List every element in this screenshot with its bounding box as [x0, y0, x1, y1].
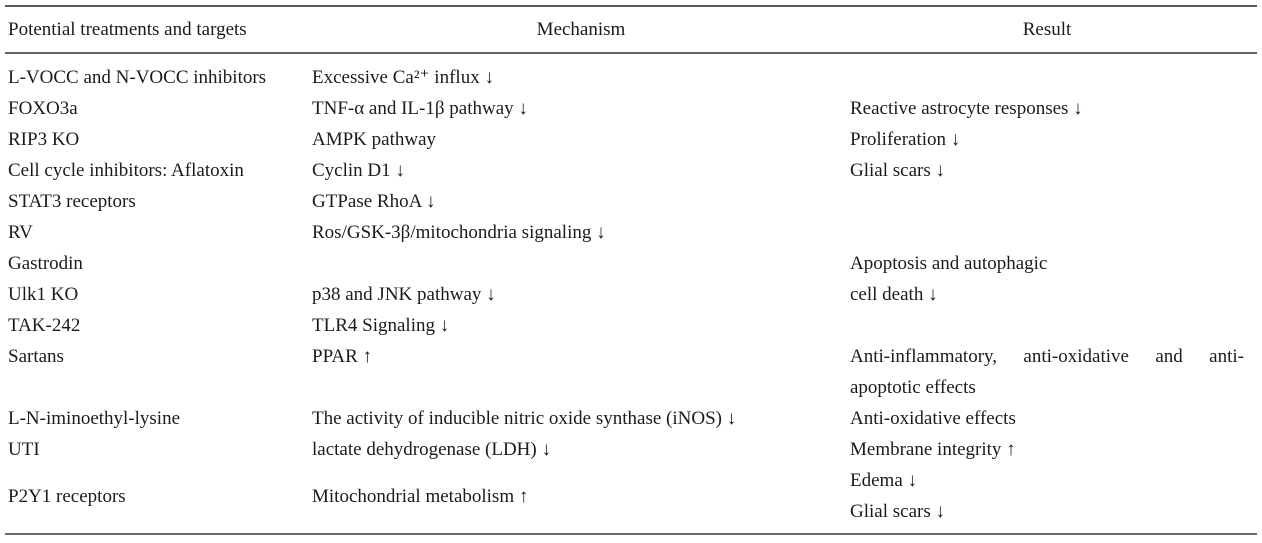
table-row: L-N-iminoethyl-lysine The activity of in… [0, 403, 1262, 434]
table-row: Gastrodin Apoptosis and autophagic [0, 248, 1262, 279]
treatment-cell: RV [8, 222, 33, 243]
table-row: Sartans PPAR ↑ Anti-inflammatory, anti-o… [0, 341, 1262, 403]
result-cell: Membrane integrity ↑ [850, 439, 1016, 460]
mechanism-cell: Mitochondrial metabolism ↑ [312, 485, 529, 507]
result-cell [850, 310, 1262, 341]
mechanism-cell: GTPase RhoA ↓ [312, 191, 436, 212]
result-cell: Anti-oxidative effects [850, 408, 1016, 429]
table-row: FOXO3a TNF-α and IL-1β pathway ↓ Reactiv… [0, 93, 1262, 124]
top-rule [5, 5, 1257, 7]
table-row: Ulk1 KO p38 and JNK pathway ↓ cell death… [0, 279, 1262, 310]
mechanism-cell: Cyclin D1 ↓ [312, 160, 405, 181]
result-cell: cell death ↓ [850, 284, 938, 305]
treatment-cell: Sartans [8, 346, 64, 367]
result-cell: Proliferation ↓ [850, 129, 961, 150]
bottom-rule [5, 533, 1257, 535]
table-row: STAT3 receptors GTPase RhoA ↓ [0, 186, 1262, 217]
treatment-cell: Ulk1 KO [8, 284, 79, 305]
mechanism-cell: lactate dehydrogenase (LDH) ↓ [312, 439, 551, 460]
treatment-cell: P2Y1 receptors [8, 485, 126, 507]
result-cell: Reactive astrocyte responses ↓ [850, 98, 1083, 119]
mechanism-cell: TLR4 Signaling ↓ [312, 315, 450, 336]
mechanism-cell: p38 and JNK pathway ↓ [312, 284, 496, 305]
header-mechanism: Mechanism [536, 19, 626, 40]
treatment-cell: RIP3 KO [8, 129, 80, 150]
header-result: Result [1022, 19, 1072, 40]
table-row: RV Ros/GSK-3β/mitochondria signaling ↓ [0, 217, 1262, 248]
treatment-cell: Gastrodin [8, 253, 83, 274]
result-cell [850, 217, 1262, 248]
table-row: Cell cycle inhibitors: Aflatoxin Cyclin … [0, 155, 1262, 186]
result-cell: Anti-inflammatory, anti-oxidative and an… [850, 346, 1244, 398]
table-body: L-VOCC and N-VOCC inhibitors Excessive C… [0, 54, 1262, 527]
table-header-row: Potential treatments and targets Mechani… [0, 7, 1262, 52]
treatment-cell: Cell cycle inhibitors: Aflatoxin [8, 160, 244, 181]
table-row: RIP3 KO AMPK pathway Proliferation ↓ [0, 124, 1262, 155]
result-cell [850, 186, 1262, 217]
result-cell: Glial scars ↓ [850, 160, 945, 181]
treatment-cell: FOXO3a [8, 98, 78, 119]
mechanism-cell: Excessive Ca²⁺ influx ↓ [312, 67, 494, 88]
table-row: TAK-242 TLR4 Signaling ↓ [0, 310, 1262, 341]
treatment-cell: L-N-iminoethyl-lysine [8, 408, 181, 429]
mechanism-cell: Ros/GSK-3β/mitochondria signaling ↓ [312, 222, 606, 243]
mechanism-cell: PPAR ↑ [312, 346, 373, 367]
table-row: P2Y1 receptors Mitochondrial metabolism … [0, 465, 1262, 527]
result-cell [850, 62, 1262, 93]
header-treatments: Potential treatments and targets [8, 19, 247, 40]
treatment-cell: UTI [8, 439, 40, 460]
mechanism-cell: The activity of inducible nitric oxide s… [312, 408, 737, 429]
treatment-cell: L-VOCC and N-VOCC inhibitors [8, 67, 267, 88]
header-rule [5, 52, 1257, 54]
result-cell: Apoptosis and autophagic [850, 253, 1048, 274]
treatment-cell: STAT3 receptors [8, 191, 136, 212]
treatment-cell: TAK-242 [8, 315, 81, 336]
result-cell: Edema ↓ Glial scars ↓ [850, 470, 945, 522]
mechanism-cell: AMPK pathway [312, 129, 437, 150]
mechanism-cell: TNF-α and IL-1β pathway ↓ [312, 98, 528, 119]
table-row: L-VOCC and N-VOCC inhibitors Excessive C… [0, 62, 1262, 93]
mechanism-cell [312, 248, 850, 279]
table-row: UTI lactate dehydrogenase (LDH) ↓ Membra… [0, 434, 1262, 465]
